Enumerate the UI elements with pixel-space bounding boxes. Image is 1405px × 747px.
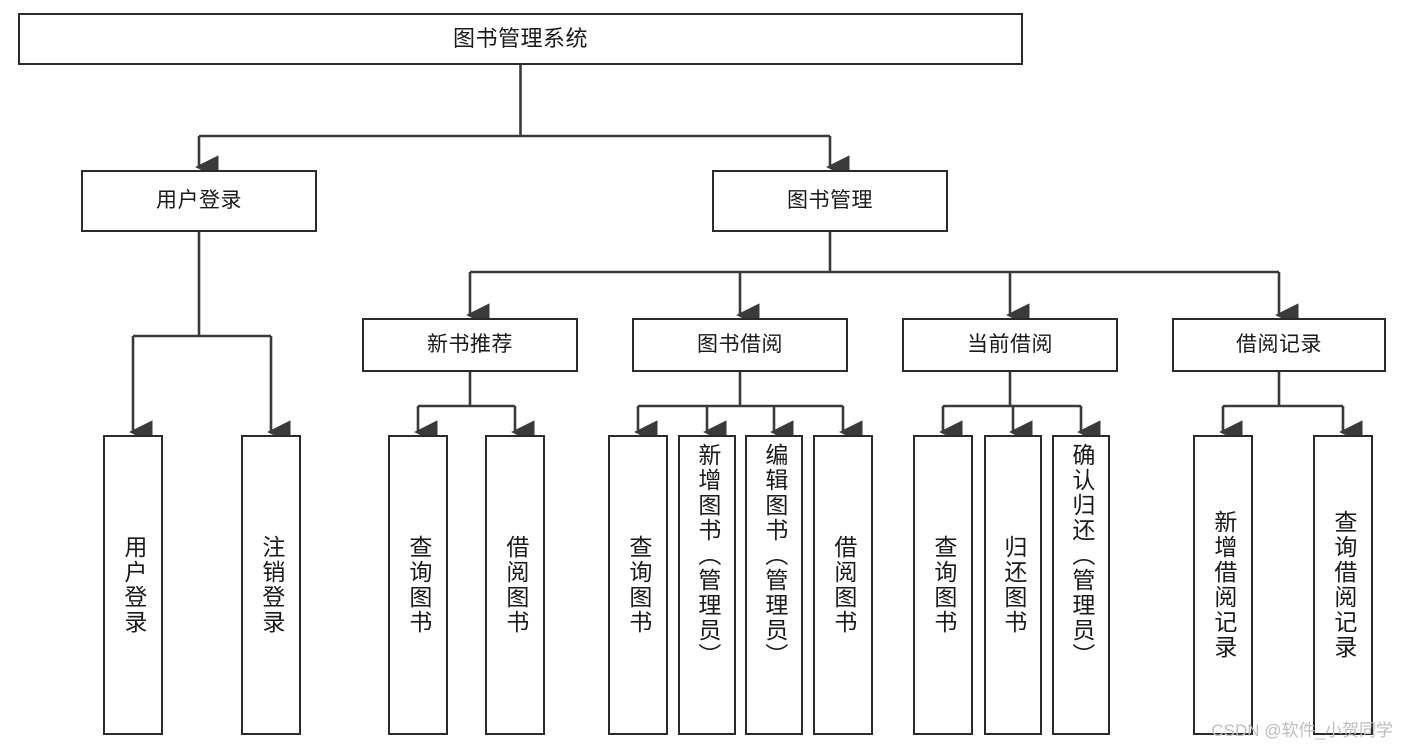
- node-level2-新书推荐-label: 新书推荐: [427, 333, 513, 357]
- node-leaf-归还图书[interactable]: 归还图书: [984, 435, 1042, 735]
- node-leaf-当前借阅-归还图书-label: 归还图书: [1000, 535, 1027, 635]
- node-leaf-借阅记录-新增借阅记录-label: 新增借阅记录: [1210, 510, 1237, 660]
- node-level2-图书借阅[interactable]: 图书借阅: [632, 318, 848, 372]
- node-level2-借阅记录[interactable]: 借阅记录: [1172, 318, 1386, 372]
- node-leaf-查询图书[interactable]: 查询图书: [388, 435, 448, 735]
- node-leaf-借阅图书[interactable]: 借阅图书: [813, 435, 873, 735]
- node-level2-借阅记录-label: 借阅记录: [1236, 333, 1322, 357]
- node-leaf-确认归还（管理员）[interactable]: 确认归还（管理员）: [1052, 435, 1110, 735]
- node-leaf-当前借阅-查询图书-label: 查询图书: [930, 535, 957, 635]
- node-leaf-查询图书[interactable]: 查询图书: [608, 435, 668, 735]
- node-leaf-当前借阅-确认归还（管理员）-label: 确认归还（管理员）: [1068, 443, 1095, 668]
- node-root-图书管理系统[interactable]: 图书管理系统: [18, 13, 1023, 65]
- node-leaf-借阅记录-查询借阅记录-label: 查询借阅记录: [1330, 510, 1357, 660]
- node-leaf-查询借阅记录[interactable]: 查询借阅记录: [1313, 435, 1373, 735]
- node-level2-当前借阅[interactable]: 当前借阅: [902, 318, 1118, 372]
- node-leaf-图书借阅-新增图书（管理员）-label: 新增图书（管理员）: [694, 443, 721, 668]
- node-level1-图书管理[interactable]: 图书管理: [712, 170, 948, 232]
- node-leaf-编辑图书（管理员）[interactable]: 编辑图书（管理员）: [745, 435, 803, 735]
- node-level2-新书推荐[interactable]: 新书推荐: [362, 318, 578, 372]
- node-leaf-新增借阅记录[interactable]: 新增借阅记录: [1193, 435, 1253, 735]
- node-leaf-图书借阅-编辑图书（管理员）-label: 编辑图书（管理员）: [761, 443, 788, 668]
- node-leaf-注销登录[interactable]: 注销登录: [241, 435, 301, 735]
- node-leaf-新书推荐-查询图书-label: 查询图书: [405, 535, 432, 635]
- node-leaf-用户登录-注销登录-label: 注销登录: [258, 535, 285, 635]
- node-level1-图书管理-label: 图书管理: [787, 189, 873, 213]
- node-leaf-查询图书[interactable]: 查询图书: [913, 435, 973, 735]
- node-level1-用户登录[interactable]: 用户登录: [81, 170, 317, 232]
- node-level1-用户登录-label: 用户登录: [156, 189, 242, 213]
- node-root-图书管理系统-label: 图书管理系统: [452, 25, 588, 51]
- node-leaf-用户登录[interactable]: 用户登录: [103, 435, 163, 735]
- node-leaf-新书推荐-借阅图书-label: 借阅图书: [502, 535, 529, 635]
- node-leaf-借阅图书[interactable]: 借阅图书: [485, 435, 545, 735]
- node-level2-当前借阅-label: 当前借阅: [967, 333, 1053, 357]
- node-level2-图书借阅-label: 图书借阅: [697, 333, 783, 357]
- csdn-watermark: CSDN @软件_小贺同学: [1211, 721, 1393, 740]
- node-leaf-图书借阅-查询图书-label: 查询图书: [625, 535, 652, 635]
- node-leaf-新增图书（管理员）[interactable]: 新增图书（管理员）: [678, 435, 736, 735]
- node-leaf-图书借阅-借阅图书-label: 借阅图书: [830, 535, 857, 635]
- node-leaf-用户登录-用户登录-label: 用户登录: [120, 535, 147, 635]
